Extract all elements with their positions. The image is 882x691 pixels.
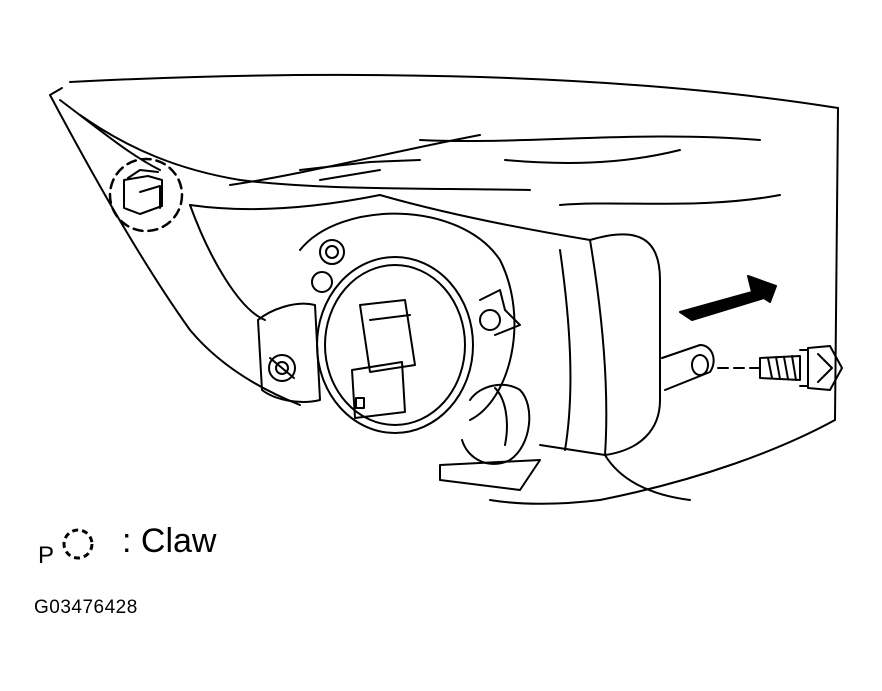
dashed-circle-icon xyxy=(60,526,96,562)
claw-clip xyxy=(110,159,182,231)
screw xyxy=(760,346,842,390)
figure-id: G03476428 xyxy=(34,597,138,618)
bulb-socket xyxy=(300,214,520,433)
rear-housing xyxy=(190,195,690,500)
lower-duct xyxy=(440,385,540,490)
left-mounting-bolt xyxy=(258,304,320,402)
direction-arrow-icon xyxy=(680,276,776,320)
legend-text: : Claw xyxy=(122,522,217,560)
right-bracket xyxy=(662,345,714,390)
headlamp-housing xyxy=(50,75,838,504)
legend-letter: P xyxy=(38,542,55,569)
